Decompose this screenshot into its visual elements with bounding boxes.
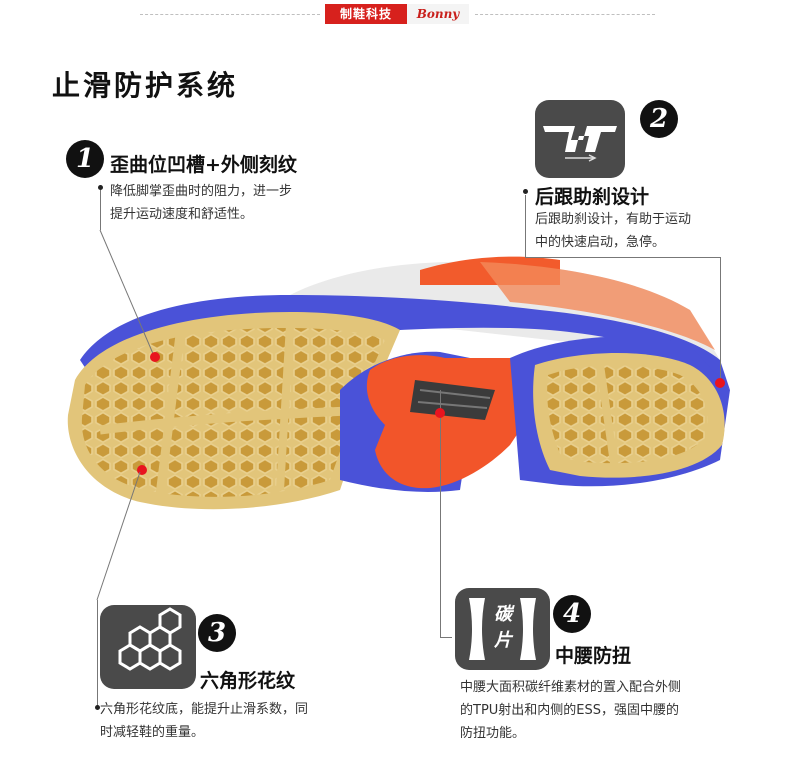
feature-4-desc-line: 的TPU射出和内侧的ESS，强固中腰的 [460,703,680,718]
feature-4-title: 中腰防扭 [555,645,632,667]
feature-3-desc-line: 六角形花纹底，能提升止滑系数，同 [100,702,309,717]
shoe-sole-image [67,256,730,510]
feature-2-desc-line: 中的快速启动，急停。 [535,235,666,250]
feature-4-desc-line: 中腰大面积碳纤维素材的置入配合外侧 [460,680,682,695]
feature-4-leader-line [440,390,441,637]
feature-4-leader-horizontal [440,637,452,638]
feature-2-description: 后跟助刹设计，有助于运动 中的快速启动，急停。 [535,208,755,254]
feature-3-leader-line [97,600,98,707]
carbon-plate-icon-label: 碳片 [494,604,512,651]
feature-2-number-badge: 2 [640,100,678,138]
feature-4-desc-line: 防扭功能。 [460,726,526,741]
feature-2-desc-line: 后跟助刹设计，有助于运动 [535,212,692,227]
feature-1-description: 降低脚掌歪曲时的阻力，进一步 提升运动速度和舒适性。 [110,180,360,226]
feature-2-marker [715,378,725,388]
feature-1-desc-line: 降低脚掌歪曲时的阻力，进一步 [110,184,293,199]
feature-3-leader-diagonal [96,471,141,601]
hexagon-pattern-icon [100,605,196,689]
feature-1-leader-diagonal [99,229,155,357]
feature-1-marker [150,352,160,362]
feature-3-desc-line: 时减轻鞋的重量。 [100,725,205,740]
feature-2-leader-dot [523,189,528,194]
feature-1-leader-dot [98,185,103,190]
carbon-plate-icon: 碳片 [455,588,550,670]
feature-1-marker-secondary [137,465,147,475]
feature-1-leader-line [100,190,101,230]
feature-4-description: 中腰大面积碳纤维素材的置入配合外侧 的TPU射出和内侧的ESS，强固中腰的 防扭… [460,676,780,745]
feature-4-number-badge: 4 [553,595,591,633]
header-tag: 制鞋科技 [325,4,407,24]
section-title: 止滑防护系统 [52,69,239,102]
feature-3-description: 六角形花纹底，能提升止滑系数，同 时减轻鞋的重量。 [100,698,380,744]
feature-2-title: 后跟助刹设计 [535,186,650,208]
feature-2-leader-line [525,195,526,257]
tpu-heel-icon [535,100,625,178]
brand-logo: Bonny [407,4,469,24]
feature-3-number-badge: 3 [198,614,236,652]
feature-1-number-badge: 1 [66,140,104,178]
header-divider-left [140,14,320,15]
feature-4-marker [435,408,445,418]
feature-2-leader-horizontal [525,257,720,258]
feature-3-title: 六角形花纹 [200,670,296,692]
feature-2-leader-drop [720,257,721,380]
feature-1-desc-line: 提升运动速度和舒适性。 [110,207,254,222]
header-divider-right [475,14,655,15]
feature-1-title: 歪曲位凹槽+外侧刻纹 [110,154,297,176]
feature-3-leader-dot [95,705,100,710]
